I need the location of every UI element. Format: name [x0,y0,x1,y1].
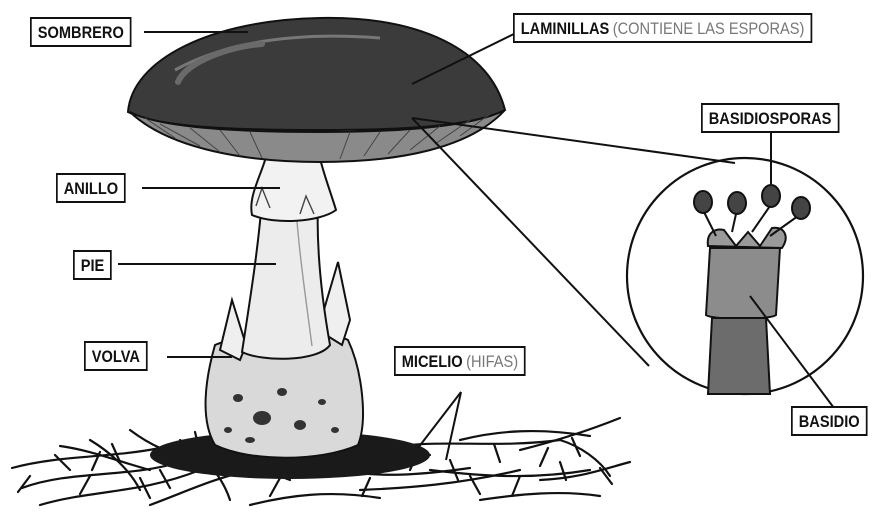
label-micelio-note: (HIFAS) [466,352,518,371]
label-basidiosporas: BASIDIOSPORAS [701,103,839,133]
label-anillo: ANILLO [56,173,126,203]
stem [242,200,330,359]
label-pie: PIE [73,250,112,280]
label-sombrero: SOMBRERO [30,17,132,47]
label-laminillas-note: (CONTIENE LAS ESPORAS) [613,19,805,38]
label-micelio: MICELIO(HIFAS) [394,346,526,376]
label-laminillas: LAMINILLAS(CONTIENE LAS ESPORAS) [513,13,812,43]
label-basidio: BASIDIO [791,406,867,436]
label-volva: VOLVA [84,341,148,371]
